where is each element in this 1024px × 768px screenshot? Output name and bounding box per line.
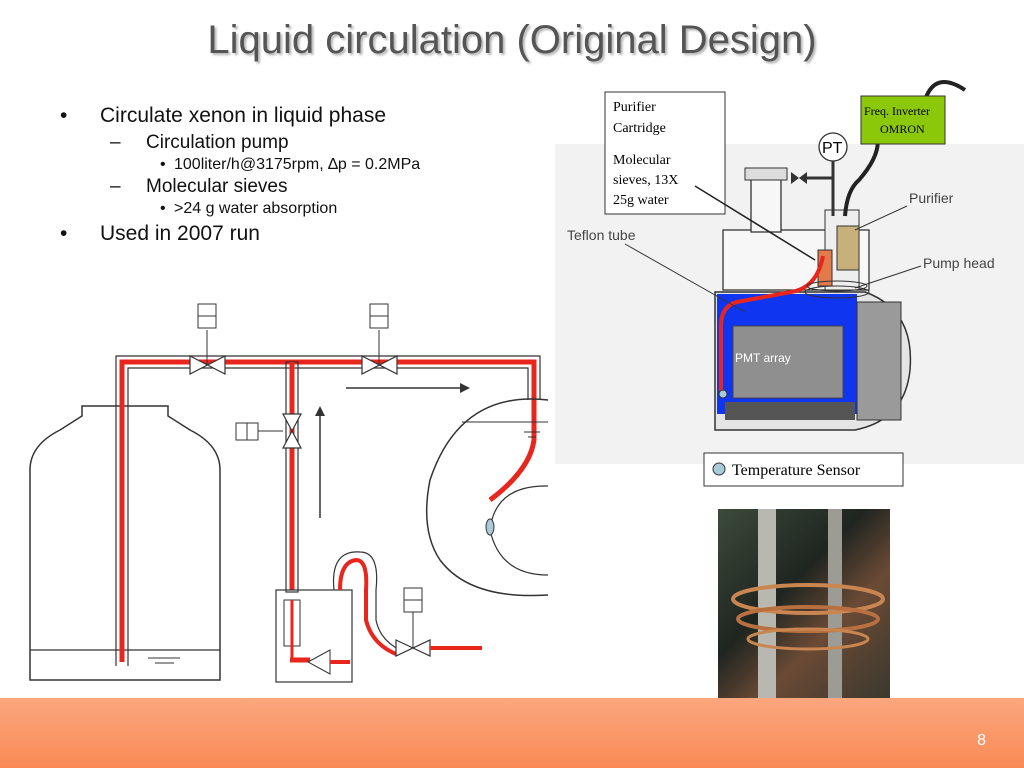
temperature-sensor-legend: [703, 452, 904, 487]
circulation-schematic: [29, 303, 549, 683]
valve-right: [361, 303, 398, 375]
sieves-line2: sieves, 13X: [613, 173, 678, 188]
sieves-line1: Molecular: [613, 153, 671, 168]
page-number: 8: [977, 732, 986, 749]
detector-diagram: PMT array PT Purifier Cartridge Molecula…: [555, 80, 1024, 487]
temperature-sensor-icon: [712, 462, 726, 476]
purifier-box-line1: Purifier: [613, 100, 656, 115]
slide-title: Liquid circulation (Original Design): [207, 18, 817, 62]
pmt-array-block: [732, 325, 844, 399]
footer-bar: [0, 698, 1024, 768]
cryostat-outline: [425, 398, 549, 597]
valve-vertical: [235, 413, 302, 449]
pump-box: [275, 589, 353, 683]
red-flow-line: [119, 359, 537, 662]
bullet-circulate-xenon: Circulate xenon in liquid phase: [60, 104, 540, 128]
inverter-box: [860, 95, 946, 145]
purifier-cartridge-box: [604, 91, 726, 215]
teflon-tube: [719, 255, 825, 392]
bullet-list: Circulate xenon in liquid phase Circulat…: [60, 100, 540, 250]
photo-detail: [731, 509, 885, 759]
bullet-pump-spec: 100liter/h@3175rpm, ∆p = 0.2MPa: [60, 156, 540, 174]
bullet-used-2007: Used in 2007 run: [60, 222, 540, 246]
purifier-box-line2: Cartridge: [613, 121, 666, 136]
bullet-molecular-sieves: Molecular sieves: [60, 176, 540, 198]
purifier-label: Purifier: [909, 190, 954, 206]
pt-label: PT: [822, 140, 843, 157]
temperature-sensor-dot: [718, 389, 728, 399]
sieves-line3: 25g water: [613, 193, 669, 208]
purifier-cartridge: [836, 225, 860, 271]
valve-left: [189, 303, 226, 375]
bullet-water-absorption: >24 g water absorption: [60, 200, 540, 218]
pmt-array-label: PMT array: [735, 351, 791, 365]
xenon-bottle: [29, 405, 221, 681]
inverter-line1: Freq. Inverter: [864, 104, 930, 118]
bullet-circulation-pump: Circulation pump: [60, 132, 540, 154]
inverter-line2: OMRON: [880, 122, 925, 136]
temperature-sensor-label: Temperature Sensor: [732, 462, 861, 479]
valve-bottom: [395, 587, 431, 657]
pump-head-label: Pump head: [923, 255, 995, 271]
teflon-tube-label: Teflon tube: [567, 227, 636, 243]
